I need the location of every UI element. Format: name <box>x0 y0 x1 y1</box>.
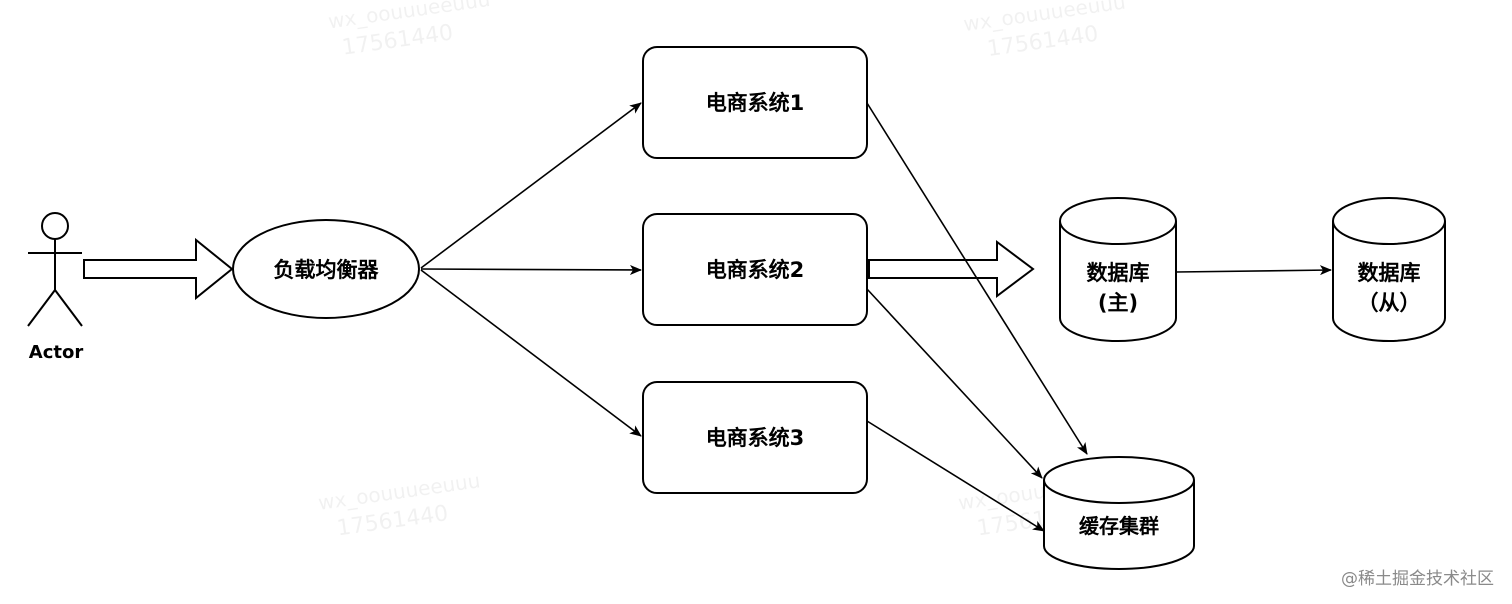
system-label: 电商系统2 <box>706 258 805 282</box>
db-slave-label-line2: （从） <box>1358 291 1421 315</box>
arrow-system2-to-cache <box>866 288 1043 479</box>
system-label: 电商系统1 <box>706 91 805 115</box>
db-master-top <box>1059 197 1177 245</box>
db-master-body <box>1059 221 1177 342</box>
system-box <box>642 213 868 326</box>
watermark: wx_oouuueeuuu 17561440 <box>317 468 482 541</box>
db-master-node: 数据库 (主) <box>1059 197 1177 342</box>
actor-right-leg <box>54 289 83 327</box>
system-to-cache-connectors <box>866 102 1088 532</box>
load-balancer-node: 负载均衡器 <box>232 219 420 319</box>
actor-to-lb-block-arrow <box>83 237 234 301</box>
system-box <box>642 381 868 494</box>
system-node-2: 电商系统2 <box>642 213 868 326</box>
system2-to-db-block-arrow <box>868 240 1035 298</box>
load-balancer-shape <box>232 219 420 319</box>
db-slave-body <box>1332 221 1446 342</box>
arrow-lb-to-system2 <box>420 264 642 275</box>
cache-cluster-top <box>1043 456 1195 504</box>
lb-to-system-connectors <box>420 102 642 437</box>
db-slave-node: 数据库 （从） <box>1332 197 1446 342</box>
arrow-db-master-to-slave <box>1175 265 1332 276</box>
actor <box>27 212 83 327</box>
system-label: 电商系统3 <box>706 426 805 450</box>
arrow-lb-to-system3 <box>420 269 642 437</box>
system-node-3: 电商系统3 <box>642 381 868 494</box>
arrow-lb-to-system1 <box>420 102 642 269</box>
actor-label: Actor <box>29 342 84 363</box>
cache-cluster-node: 缓存集群 <box>1043 456 1195 570</box>
arrow-system3-to-cache <box>866 420 1045 532</box>
arrow-system1-to-cache <box>866 102 1088 455</box>
db-slave-top <box>1332 197 1446 245</box>
system-box <box>642 46 868 159</box>
system-node-1: 电商系统1 <box>642 46 868 159</box>
db-master-label-line1: 数据库 <box>1087 261 1150 285</box>
watermark: wx_oouuueeuuu 17561440 <box>327 0 492 61</box>
cache-cluster-label: 缓存集群 <box>1079 514 1159 538</box>
db-slave-label-line1: 数据库 <box>1358 261 1421 285</box>
watermark: wx_oouuueeuuu 17561440 <box>962 0 1127 62</box>
db-master-label-line2: (主) <box>1098 291 1138 315</box>
load-balancer-label: 负载均衡器 <box>274 258 380 282</box>
actor-left-leg <box>27 289 56 327</box>
cache-cluster-body <box>1043 480 1195 570</box>
site-credit: @稀土掘金技术社区 <box>1341 569 1494 589</box>
actor-head <box>41 212 69 240</box>
